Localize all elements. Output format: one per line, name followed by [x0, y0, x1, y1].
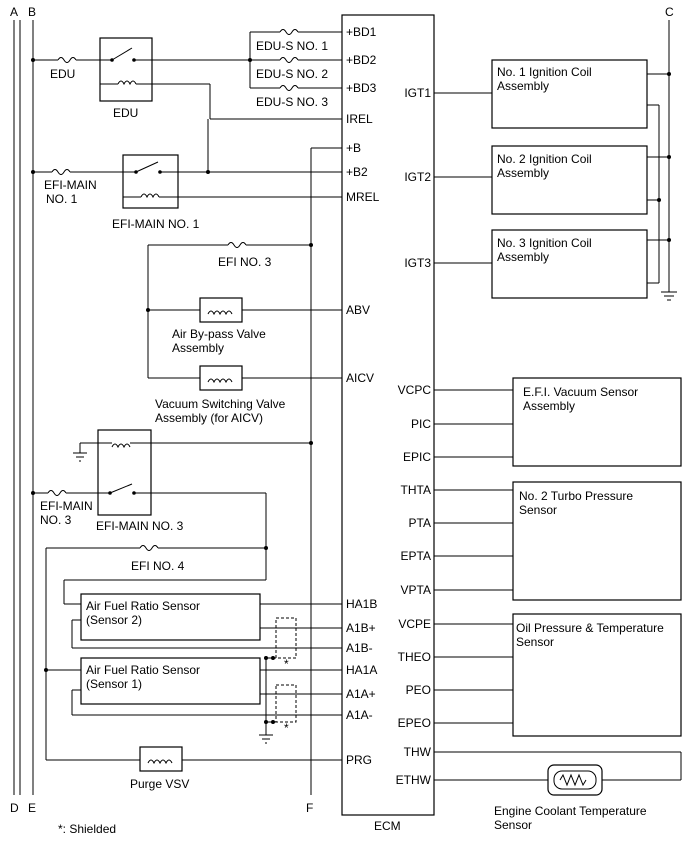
- label-coil-1-a: No. 1 Ignition Coil: [497, 65, 592, 79]
- fuse-label-efi-no-3: EFI NO. 3: [218, 255, 272, 269]
- label-coolant-b: Sensor: [494, 818, 532, 832]
- rail-label-b: B: [28, 5, 36, 19]
- ecm-pin-right: VCPE: [398, 617, 431, 631]
- ecm-pin-right: EPTA: [401, 549, 431, 563]
- ecm-pin-left: HA1B: [346, 597, 377, 611]
- ecm-pin-left: A1B-: [346, 641, 373, 655]
- ecm-label: ECM: [374, 819, 401, 833]
- ecm-pin-left: +BD1: [346, 25, 377, 39]
- fuse-label-edus-1: EDU-S NO. 1: [256, 39, 328, 53]
- rail-label-a: A: [10, 5, 18, 19]
- ecm-pin-left: A1A+: [346, 687, 376, 701]
- label-afr-1-a: Air Fuel Ratio Sensor: [86, 663, 200, 677]
- fuse-label-edus-3: EDU-S NO. 3: [256, 95, 328, 109]
- edu-fuse-circuit: [31, 57, 100, 63]
- fuse-label-efi-main-3-a: EFI-MAIN: [40, 499, 93, 513]
- ecm-pin-right: THEO: [398, 650, 431, 664]
- ecm-pin-right: IGT1: [404, 86, 431, 100]
- efi-no-4-circuit: [44, 545, 268, 760]
- fuse-label-efi-main-1-b: NO. 1: [46, 192, 78, 206]
- label-coolant-a: Engine Coolant Temperature: [494, 804, 647, 818]
- label-vsv-aicv-b: Assembly (for AICV): [155, 411, 263, 425]
- label-purge-vsv: Purge VSV: [130, 777, 189, 791]
- relay-label-efi-main-1: EFI-MAIN NO. 1: [112, 217, 200, 231]
- label-coil-2-a: No. 2 Ignition Coil: [497, 152, 592, 166]
- afr-sensor-2: [71, 593, 342, 722]
- fuse-label-efi-main-3-b: NO. 3: [40, 513, 72, 527]
- ecm-pin-right: VCPC: [398, 383, 432, 397]
- ecm-box: [341, 14, 435, 816]
- label-vsv-aicv-a: Vacuum Switching Valve: [155, 397, 286, 411]
- efi-main-3-circuit: [31, 429, 313, 548]
- label-coil-2-b: Assembly: [497, 166, 549, 180]
- relay-label-efi-main-3: EFI-MAIN NO. 3: [96, 519, 184, 533]
- shield-mark-1: *: [284, 657, 289, 671]
- afr-sensor-1: [71, 657, 342, 744]
- rail-label-f: F: [306, 801, 313, 815]
- edu-relay: [99, 37, 153, 102]
- ecm-pin-left: +B2: [346, 165, 368, 179]
- ecm-pin-left: ABV: [346, 303, 370, 317]
- label-coil-3-b: Assembly: [497, 250, 549, 264]
- label-vacuum-b: Assembly: [523, 399, 575, 413]
- ecm-pin-right: THW: [404, 745, 432, 759]
- ecm-pin-left: AICV: [346, 371, 374, 385]
- label-coil-3-a: No. 3 Ignition Coil: [497, 236, 592, 250]
- purge-vsv: [46, 746, 342, 772]
- shielded-note: *: Shielded: [58, 822, 116, 836]
- ecm-pin-right: IGT2: [404, 170, 431, 184]
- label-afr-2-b: (Sensor 2): [86, 613, 142, 627]
- fuse-label-edus-2: EDU-S NO. 2: [256, 67, 328, 81]
- label-vacuum-a: E.F.I. Vacuum Sensor: [523, 385, 638, 399]
- ecm-pin-left: +BD2: [346, 53, 377, 67]
- relay-label-edu: EDU: [113, 106, 138, 120]
- edu-bd-wires: [152, 29, 342, 120]
- fuse-label-edu: EDU: [50, 67, 75, 81]
- efi-main-1-circuit: [31, 119, 342, 209]
- ecm-pin-left: MREL: [346, 190, 380, 204]
- rail-label-d: D: [10, 801, 19, 815]
- ecm-pin-left: +B: [346, 141, 361, 155]
- ecm-pin-right: PTA: [409, 516, 431, 530]
- ecm-pin-left: HA1A: [346, 663, 377, 677]
- rail-label-c: C: [665, 5, 674, 19]
- ecm-pin-right: PIC: [411, 417, 431, 431]
- ecm-pin-left: PRG: [346, 753, 372, 767]
- efi-no-3-circuit: [146, 242, 342, 391]
- ecm-pin-left: A1B+: [346, 621, 376, 635]
- shield-mark-2: *: [284, 721, 289, 735]
- fuse-label-efi-main-1-a: EFI-MAIN: [44, 178, 97, 192]
- label-coil-1-b: Assembly: [497, 79, 549, 93]
- label-oil-a: Oil Pressure & Temperature: [516, 621, 664, 635]
- sensor-boxes: [434, 377, 682, 796]
- ecm-pin-right: IGT3: [404, 256, 431, 270]
- ecm-pin-right: VPTA: [401, 583, 431, 597]
- rail-label-e: E: [28, 801, 36, 815]
- label-oil-b: Sensor: [516, 635, 554, 649]
- fuse-symbol-edu: [57, 57, 77, 63]
- ignition-coils: [434, 59, 677, 301]
- ecm-pin-left: +BD3: [346, 81, 377, 95]
- ecm-pin-right: PEO: [406, 683, 431, 697]
- ecm-pin-right: ETHW: [396, 773, 432, 787]
- ecm-pin-right: EPIC: [403, 450, 431, 464]
- label-afr-2-a: Air Fuel Ratio Sensor: [86, 599, 200, 613]
- label-turbo-a: No. 2 Turbo Pressure: [519, 489, 633, 503]
- ecm-pin-right: THTA: [401, 483, 431, 497]
- label-air-bypass-a: Air By-pass Valve: [172, 327, 266, 341]
- label-afr-1-b: (Sensor 1): [86, 677, 142, 691]
- label-air-bypass-b: Assembly: [172, 341, 224, 355]
- ecm-pin-left: A1A-: [346, 708, 373, 722]
- ecm-pin-left: IREL: [346, 112, 373, 126]
- label-turbo-b: Sensor: [519, 503, 557, 517]
- fuse-label-efi-no-4: EFI NO. 4: [131, 559, 185, 573]
- ecm-pin-right: EPEO: [398, 716, 431, 730]
- rail-lines: [13, 20, 670, 795]
